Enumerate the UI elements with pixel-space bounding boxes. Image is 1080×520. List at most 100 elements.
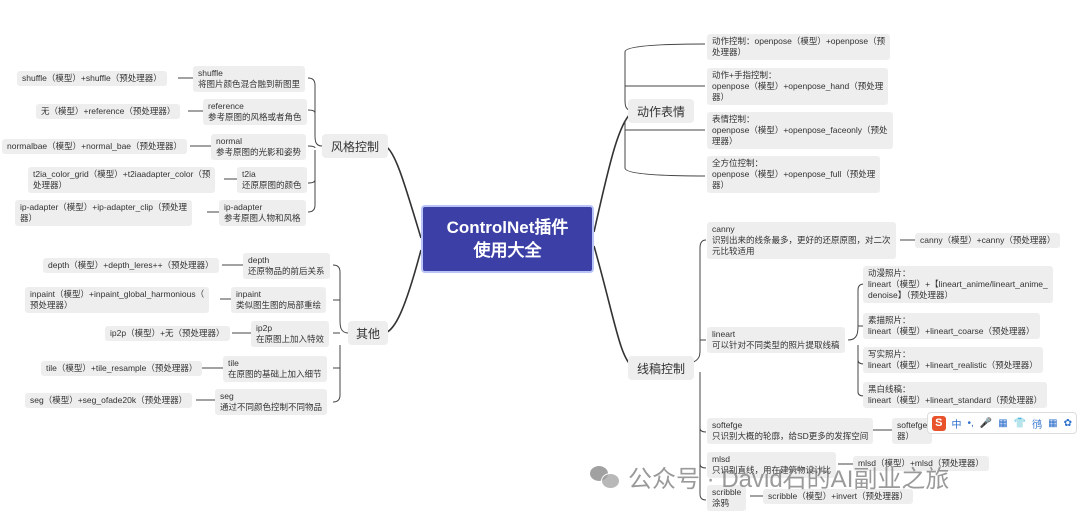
combo-text: 处理器） <box>33 180 68 190</box>
style-combo-normal[interactable]: normalbae（模型）+normal_bae（预处理器） <box>2 139 188 154</box>
sub-text: 写实照片： <box>868 349 911 359</box>
combo-text: scribble（模型）+invert（预处理器） <box>768 491 909 501</box>
chinese-mode-icon[interactable]: 中 <box>951 419 962 431</box>
other-combo-depth[interactable]: depth（模型）+depth_leres++（预处理器） <box>43 258 219 273</box>
branch-motion[interactable]: 动作表情 <box>628 99 694 123</box>
watermark: 公众号 · David石的AI副业之旅 <box>590 459 949 494</box>
link-central-other <box>384 249 422 334</box>
motion-text: 动作+手指控制： <box>712 70 777 80</box>
other-combo-ip2p[interactable]: ip2p（模型）+无（预处理器） <box>105 326 230 341</box>
lineart-item-softedge[interactable]: softefge 只识别大概的轮廓，给SD更多的发挥空间 <box>707 418 874 444</box>
bird-icon[interactable]: 鸻 <box>1032 419 1043 431</box>
microphone-icon[interactable]: 🎤 <box>979 417 993 429</box>
branch-style-label: 风格控制 <box>330 139 379 154</box>
item-name: seg <box>220 391 234 401</box>
sub-text: 动漫照片： <box>868 268 911 278</box>
style-item-reference[interactable]: reference 参考原图的风格或者角色 <box>203 99 307 125</box>
style-item-t2ia[interactable]: t2ia 还原原图的颜色 <box>237 167 307 193</box>
lineart-item-mlsd[interactable]: mlsd 只识别直线，用在建筑物设计比 <box>707 452 837 478</box>
lineart-item-canny[interactable]: canny 识别出来的线条最多，更好的还原原图，对二次 元比较适用 <box>707 222 896 259</box>
sub-text: lineart（模型）+lineart_standard（预处理器） <box>868 395 1043 405</box>
item-desc: 通过不同颜色控制不同物品 <box>220 402 323 412</box>
lineart-sub-sketch[interactable]: 素描照片： lineart（模型）+lineart_coarse（预处理器） <box>863 313 1040 339</box>
sub-text: 素描照片： <box>868 315 911 325</box>
combo-text: t2ia_color_grid（模型）+t2iaadapter_color（预 <box>33 169 211 179</box>
item-desc: 类似图生图的局部重绘 <box>236 300 322 310</box>
item-desc: 参考原图人物和风格 <box>224 213 301 223</box>
item-desc: 参考原图的光影和姿势 <box>216 147 302 157</box>
sub-text: lineart（模型）+【lineart_anime/lineart_anime… <box>868 279 1048 289</box>
wechat-icon <box>590 464 620 490</box>
lineart-combo-softedge[interactable]: softefge 器） <box>892 418 933 444</box>
motion-item-pose[interactable]: 动作控制：openpose（模型）+openpose（预 处理器） <box>707 34 891 60</box>
item-name: scribble <box>712 487 742 497</box>
other-combo-tile[interactable]: tile（模型）+tile_resample（预处理器） <box>41 361 203 376</box>
combo-text: 器） <box>897 431 915 441</box>
skin-icon[interactable]: 👕 <box>1013 417 1027 429</box>
motion-text: openpose（模型）+openpose_hand（预处理 <box>712 81 884 91</box>
central-topic[interactable]: ControlNet插件 使用大全 <box>421 205 594 273</box>
punctuation-icon[interactable]: •, <box>967 417 974 429</box>
item-name: t2ia <box>242 169 256 179</box>
other-item-seg[interactable]: seg 通过不同颜色控制不同物品 <box>215 389 328 415</box>
motion-text: 处理器） <box>712 47 747 57</box>
motion-item-full[interactable]: 全方位控制： openpose（模型）+openpose_full（预处理 器） <box>707 156 881 193</box>
item-desc: 将图片颜色混合融到新图里 <box>198 79 301 89</box>
keyboard-icon[interactable]: ▦ <box>998 417 1008 429</box>
other-item-ip2p[interactable]: ip2p 在原图上加入特效 <box>251 321 330 347</box>
link-central-lineart <box>593 245 635 369</box>
lineart-item-scribble[interactable]: scribble 涂鸦 <box>707 485 747 511</box>
branch-other[interactable]: 其他 <box>348 321 388 345</box>
motion-text: openpose（模型）+openpose_faceonly（预处 <box>712 125 888 135</box>
combo-text: canny（模型）+canny（预处理器） <box>920 235 1056 245</box>
sub-text: lineart（模型）+lineart_coarse（预处理器） <box>868 326 1035 336</box>
lineart-sub-standard[interactable]: 黑白线稿： lineart（模型）+lineart_standard（预处理器） <box>863 382 1048 408</box>
lineart-sub-realistic[interactable]: 写实照片： lineart（模型）+lineart_realistic（预处理器… <box>863 347 1043 373</box>
combo-text: 预处理器） <box>30 300 73 310</box>
other-item-depth[interactable]: depth 还原物品的前后关系 <box>243 253 330 279</box>
branch-lineart[interactable]: 线稿控制 <box>628 356 694 380</box>
branch-lineart-label: 线稿控制 <box>636 361 685 376</box>
motion-text: 理器） <box>712 136 738 146</box>
item-desc: 涂鸦 <box>712 498 730 508</box>
item-name: ip-adapter <box>224 202 263 212</box>
lineart-combo-scribble[interactable]: scribble（模型）+invert（预处理器） <box>763 489 914 504</box>
combo-text: softefge <box>897 420 928 430</box>
motion-text: 器） <box>712 92 730 102</box>
other-item-inpaint[interactable]: inpaint 类似图生图的局部重绘 <box>231 287 327 313</box>
lineart-combo-mlsd[interactable]: mlsd（模型）+mlsd（预处理器） <box>853 456 989 471</box>
motion-item-hand[interactable]: 动作+手指控制： openpose（模型）+openpose_hand（预处理 … <box>707 68 889 105</box>
item-desc: 识别出来的线条最多，更好的还原原图，对二次 <box>712 235 891 245</box>
settings-icon[interactable]: ✿ <box>1063 417 1072 429</box>
lineart-item-lineart[interactable]: lineart 可以针对不同类型的照片提取线稿 <box>707 327 845 353</box>
sogou-logo-icon[interactable]: S <box>932 415 946 431</box>
combo-text: seg（模型）+seg_ofade20k（预处理器） <box>30 395 188 405</box>
item-name: normal <box>216 136 242 146</box>
other-item-tile[interactable]: tile 在原图的基础上加入细节 <box>223 356 327 382</box>
lineart-combo-canny[interactable]: canny（模型）+canny（预处理器） <box>915 233 1061 248</box>
lineart-sub-anime[interactable]: 动漫照片： lineart（模型）+【lineart_anime/lineart… <box>863 266 1053 303</box>
branch-other-label: 其他 <box>355 326 380 341</box>
item-desc: 在原图的基础上加入细节 <box>228 369 322 379</box>
style-combo-ip-adapter[interactable]: ip-adapter（模型）+ip-adapter_clip（预处理 器） <box>15 200 192 226</box>
combo-text: mlsd（模型）+mlsd（预处理器） <box>858 458 984 468</box>
style-combo-shuffle[interactable]: shuffle（模型）+shuffle（预处理器） <box>17 71 167 86</box>
branch-style[interactable]: 风格控制 <box>322 134 388 158</box>
grid-icon[interactable]: ▦ <box>1048 417 1058 429</box>
item-name: tile <box>228 358 239 368</box>
style-combo-reference[interactable]: 无（模型）+reference（预处理器） <box>36 104 181 119</box>
style-item-normal[interactable]: normal 参考原图的光影和姿势 <box>211 134 307 160</box>
other-combo-inpaint[interactable]: inpaint（模型）+inpaint_global_harmonious（ 预… <box>25 287 210 313</box>
style-item-ip-adapter[interactable]: ip-adapter 参考原图人物和风格 <box>219 200 306 226</box>
other-combo-seg[interactable]: seg（模型）+seg_ofade20k（预处理器） <box>25 393 193 408</box>
motion-item-face[interactable]: 表情控制： openpose（模型）+openpose_faceonly（预处 … <box>707 112 893 149</box>
link-central-motion <box>593 110 635 233</box>
combo-text: normalbae（模型）+normal_bae（预处理器） <box>7 141 183 151</box>
style-combo-t2ia[interactable]: t2ia_color_grid（模型）+t2iaadapter_color（预 … <box>28 167 216 193</box>
combo-text: 无（模型）+reference（预处理器） <box>41 106 176 116</box>
ime-toolbar[interactable]: S 中 •, 🎤 ▦ 👕 鸻 ▦ ✿ <box>927 412 1077 434</box>
item-desc: 在原图上加入特效 <box>256 334 325 344</box>
item-name: canny <box>712 224 735 234</box>
style-item-shuffle[interactable]: shuffle 将图片颜色混合融到新图里 <box>193 66 306 92</box>
